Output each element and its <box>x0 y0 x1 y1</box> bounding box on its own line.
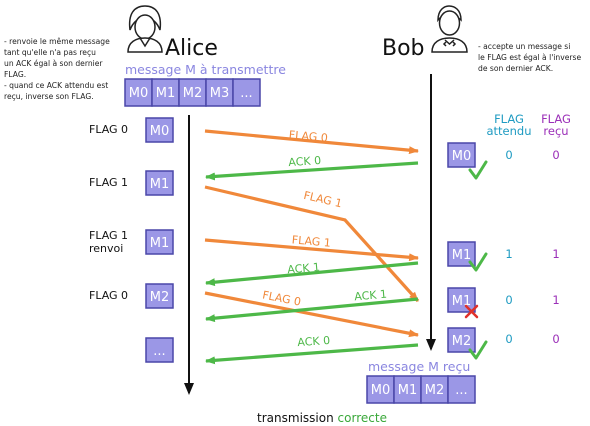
bob-message-boxes: M0 M1 M1 M2 <box>447 142 476 353</box>
alice-note-line: un ACK égal à son dernier <box>4 59 103 68</box>
bob-message-box <box>447 327 476 353</box>
bob-notes: - accepte un message si le FLAG est égal… <box>478 42 581 73</box>
alice-flag-extra: renvoi <box>89 242 123 255</box>
bob-note-line: de son dernier ACK. <box>478 64 553 73</box>
ack-arrow <box>205 343 419 365</box>
alice-flag-label: FLAG 1 <box>89 176 128 189</box>
cross-icon <box>464 304 479 319</box>
col-received-label: FLAG <box>541 112 571 126</box>
flag-arrow <box>204 185 420 303</box>
checkmark-icon <box>468 340 488 360</box>
arrow-label: ACK 1 <box>354 288 388 304</box>
bob-message-label: M0 <box>452 149 472 164</box>
flag-expected-value: 0 <box>505 332 512 346</box>
alice-name: Alice <box>165 36 218 61</box>
ack-arrow <box>205 261 419 287</box>
bob-message-box <box>447 142 476 168</box>
alice-flag-label: FLAG 0 <box>89 123 128 136</box>
checkmark-icon <box>468 160 488 180</box>
flag-expected-value: 1 <box>505 247 512 261</box>
alice-note-line: FLAG. <box>4 70 26 79</box>
bob-avatar-icon <box>431 5 468 53</box>
bob-name: Bob <box>382 36 425 61</box>
flag-received-value: 1 <box>552 293 559 307</box>
flag-expected-value: 0 <box>505 148 512 162</box>
received-cell <box>447 375 476 404</box>
alice-message-box <box>145 337 174 363</box>
caption-prefix: transmission <box>257 411 334 425</box>
arrow-label: FLAG 0 <box>288 128 328 144</box>
caption-emphasis: correcte <box>338 411 387 425</box>
flag-received-value: 0 <box>552 332 559 346</box>
flag-expected-value: 0 <box>505 293 512 307</box>
alice-message-box <box>145 170 174 196</box>
arrow-label: ACK 0 <box>297 334 331 349</box>
received-buffer: M0 M1 M2 ... <box>366 375 476 404</box>
received-cell <box>393 375 422 404</box>
alice-message-label: M0 <box>150 124 170 139</box>
alice-message-box <box>145 117 174 143</box>
alice-message-label: ... <box>153 344 165 359</box>
bob-note-line: le FLAG est égal à l'inverse <box>478 53 581 62</box>
message-arrows <box>204 129 420 365</box>
col-expected-label: attendu <box>486 124 531 138</box>
bob-flag-values: 0 0 1 1 0 1 0 0 <box>505 148 559 346</box>
arrow-label: FLAG 1 <box>291 233 331 249</box>
queue-cell-label: M3 <box>210 86 230 101</box>
bob-message-label: M1 <box>452 248 472 263</box>
flag-received-value: 1 <box>552 247 559 261</box>
queue-cell-label: M1 <box>156 86 176 101</box>
queue-cell-label: ... <box>240 86 252 101</box>
col-received-label: reçu <box>543 124 568 138</box>
queue-cell <box>151 78 180 107</box>
alice-queue: M0 M1 M2 M3 ... <box>124 78 261 107</box>
received-cell-label: M2 <box>425 383 445 398</box>
queue-cell-label: M2 <box>183 86 203 101</box>
queue-cell <box>124 78 153 107</box>
queue-cell-label: M0 <box>129 86 149 101</box>
ack-arrow <box>205 297 419 323</box>
received-cell-label: M1 <box>398 383 418 398</box>
bob-column-headers: FLAG attendu FLAG reçu <box>486 112 570 138</box>
alice-flag-labels: FLAG 0 FLAG 1 FLAG 1 renvoi FLAG 0 <box>89 123 128 302</box>
alice-message-box <box>145 283 174 309</box>
alice-message-label: M2 <box>150 290 170 305</box>
col-expected-label: FLAG <box>494 112 524 126</box>
bob-message-box <box>447 287 476 313</box>
alice-note-line: tant qu'elle n'a pas reçu <box>4 48 96 57</box>
alice-avatar-icon <box>127 5 163 53</box>
arrow-label: ACK 0 <box>288 154 322 169</box>
alice-queue-title: message M à transmettre <box>125 62 286 77</box>
received-cell-label: ... <box>455 383 467 398</box>
ack-arrow <box>205 161 419 181</box>
queue-cell <box>178 78 207 107</box>
alice-note-line: reçu, inverse son FLAG. <box>4 92 94 101</box>
alice-flag-label: FLAG 1 <box>89 229 128 242</box>
bob-note-line: - accepte un message si <box>478 42 570 51</box>
flag-received-value: 0 <box>552 148 559 162</box>
caption: transmission correcte <box>257 411 387 425</box>
arrow-label: FLAG 1 <box>302 189 343 210</box>
flag-arrow <box>204 129 419 155</box>
received-cell-label: M0 <box>371 383 391 398</box>
queue-cell <box>232 78 261 107</box>
alice-note-line: - quand ce ACK attendu est <box>4 81 108 90</box>
alice-flag-label: FLAG 0 <box>89 289 128 302</box>
flag-arrow <box>204 238 419 262</box>
alice-message-label: M1 <box>150 177 170 192</box>
alice-note-line: - renvoie le même message <box>4 37 110 46</box>
flag-arrow <box>204 291 419 338</box>
checkmark-icon <box>468 252 488 272</box>
arrow-label: ACK 1 <box>287 261 321 277</box>
alice-message-box <box>145 229 174 255</box>
alice-message-boxes: M0 M1 M1 M2 ... <box>145 117 174 363</box>
alice-message-label: M1 <box>150 236 170 251</box>
received-cell <box>366 375 395 404</box>
bob-message-label: M2 <box>452 334 472 349</box>
bob-status-marks <box>464 160 488 360</box>
alice-notes: - renvoie le même message tant qu'elle n… <box>4 37 110 101</box>
received-title: message M reçu <box>368 359 470 374</box>
